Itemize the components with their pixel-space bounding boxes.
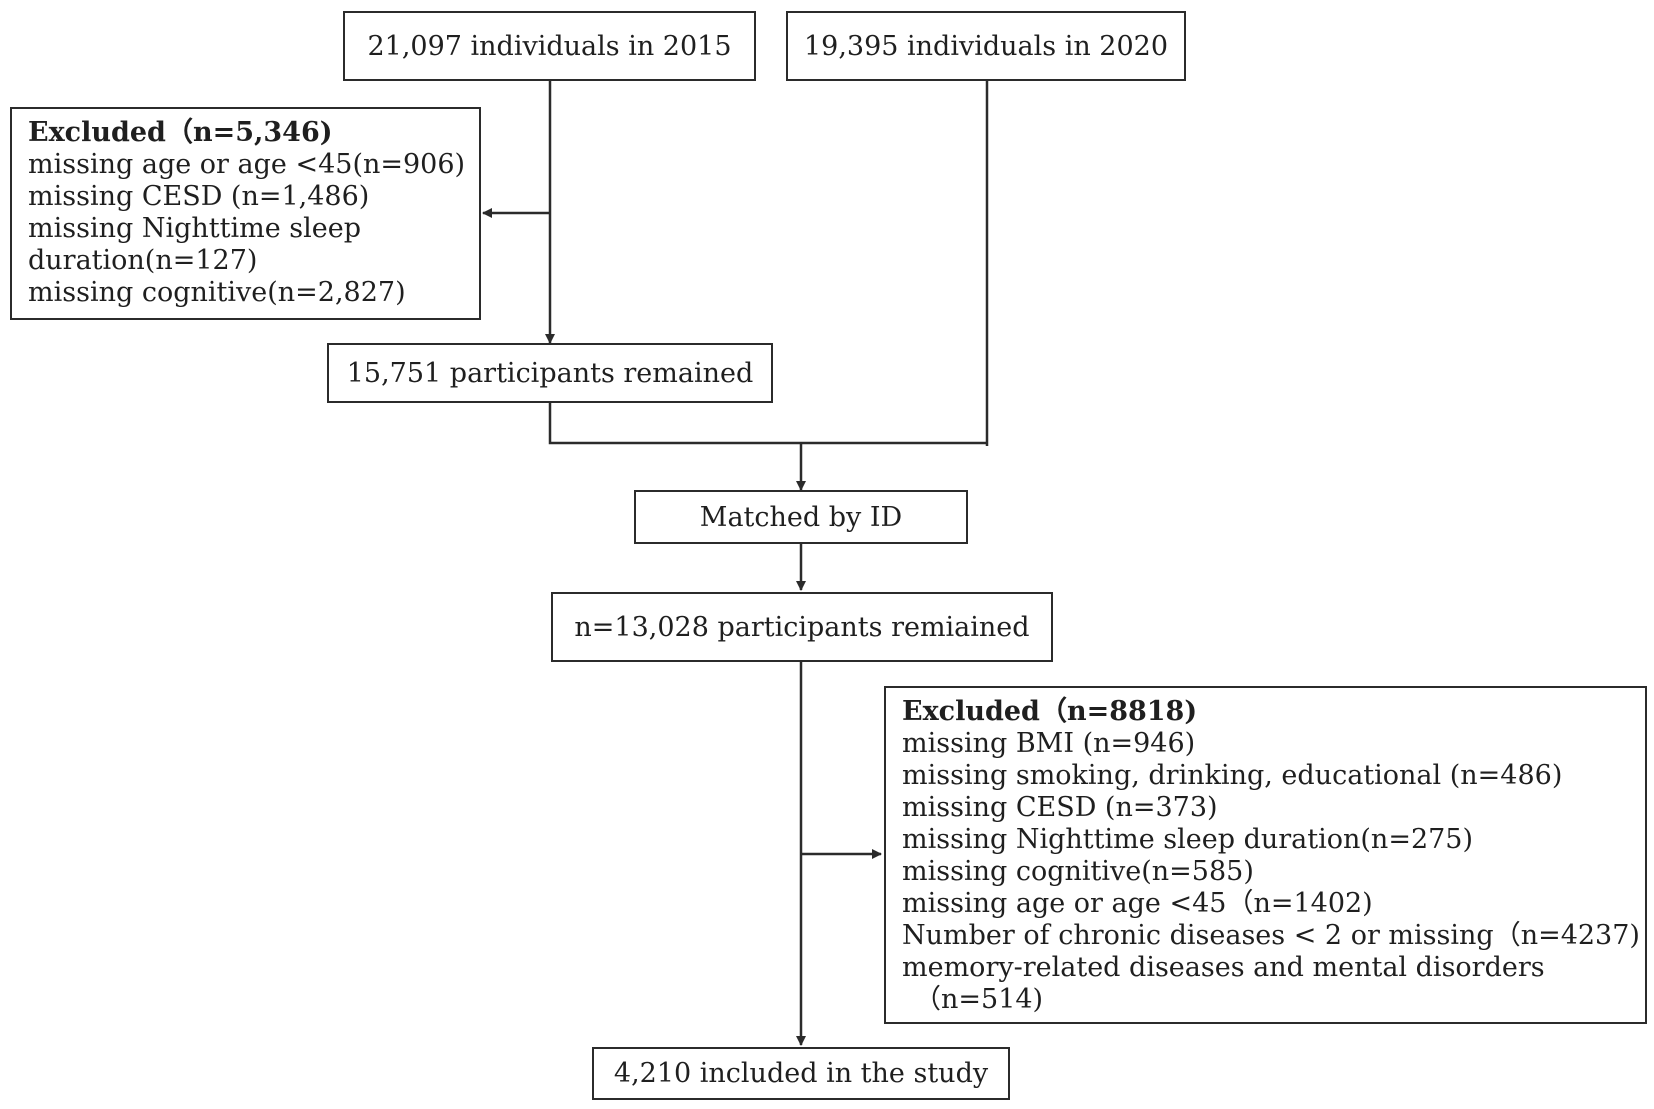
exclusion-1-item: missing cognitive(n=2,827): [28, 277, 406, 308]
exclusion-2-item: Number of chronic diseases < 2 or missin…: [902, 920, 1640, 951]
exclusion-2-item: （n=514): [914, 984, 1044, 1015]
exclusion-2-item: missing cognitive(n=585): [902, 856, 1254, 887]
exclusion-2-item: missing CESD (n=373): [902, 792, 1218, 823]
box-2020-label: 19,395 individuals in 2020: [803, 30, 1169, 62]
box-matched-label: Matched by ID: [699, 501, 903, 533]
exclusion-2-item: missing smoking, drinking, educational (…: [902, 760, 1563, 791]
exclusion-1-item: duration(n=127): [28, 245, 258, 276]
box-15751-remained: 15,751 participants remained: [327, 343, 773, 403]
box-2020-individuals: 19,395 individuals in 2020: [786, 11, 1186, 81]
box-matched-by-id: Matched by ID: [634, 490, 968, 544]
box-4210-included: 4,210 included in the study: [592, 1047, 1010, 1100]
box-2015-individuals: 21,097 individuals in 2015: [343, 11, 756, 81]
exclusion-box-2: Excluded（n=8818) missing BMI (n=946) mis…: [884, 686, 1647, 1024]
box-13028-remained: n=13,028 participants remiained: [551, 592, 1053, 662]
exclusion-1-item: missing Nighttime sleep: [28, 213, 362, 244]
exclusion-1-item: missing age or age <45(n=906): [28, 149, 466, 180]
exclusion-1-item: missing CESD (n=1,486): [28, 181, 370, 212]
exclusion-box-1: Excluded（n=5,346) missing age or age <45…: [10, 107, 481, 320]
box-included-label: 4,210 included in the study: [613, 1058, 989, 1089]
exclusion-1-title: Excluded（n=5,346): [28, 117, 333, 148]
box-2015-label: 21,097 individuals in 2015: [367, 30, 732, 62]
exclusion-2-item: missing BMI (n=946): [902, 728, 1196, 759]
exclusion-2-item: missing age or age <45（n=1402): [902, 888, 1373, 919]
box-13028-label: n=13,028 participants remiained: [574, 611, 1030, 643]
exclusion-2-title: Excluded（n=8818): [902, 696, 1198, 727]
exclusion-2-item: memory-related diseases and mental disor…: [902, 952, 1545, 983]
connector-remained-to-merge: [548, 403, 987, 445]
box-15751-label: 15,751 participants remained: [346, 357, 754, 389]
exclusion-2-item: missing Nighttime sleep duration(n=275): [902, 824, 1474, 855]
